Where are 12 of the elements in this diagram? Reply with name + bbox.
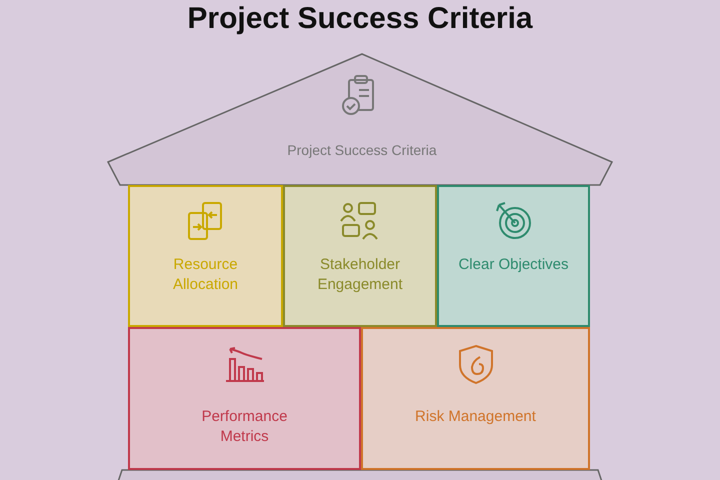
pillar-box bbox=[128, 327, 361, 470]
pillar-box bbox=[361, 327, 590, 470]
pillar-label: Performance Metrics bbox=[200, 407, 288, 447]
pillar-label: Clear Objectives bbox=[458, 255, 569, 275]
pillar-box bbox=[128, 185, 283, 327]
pillar-box bbox=[283, 185, 437, 327]
roof-label: Project Success Criteria bbox=[287, 142, 437, 158]
pillar-label: Resource Allocation bbox=[172, 255, 240, 295]
diagram-title: Project Success Criteria bbox=[186, 2, 534, 36]
pillar-label: Risk Management bbox=[415, 407, 536, 427]
pillar-label: Stakeholder Engagement bbox=[316, 255, 404, 295]
pillar-box bbox=[437, 185, 590, 327]
